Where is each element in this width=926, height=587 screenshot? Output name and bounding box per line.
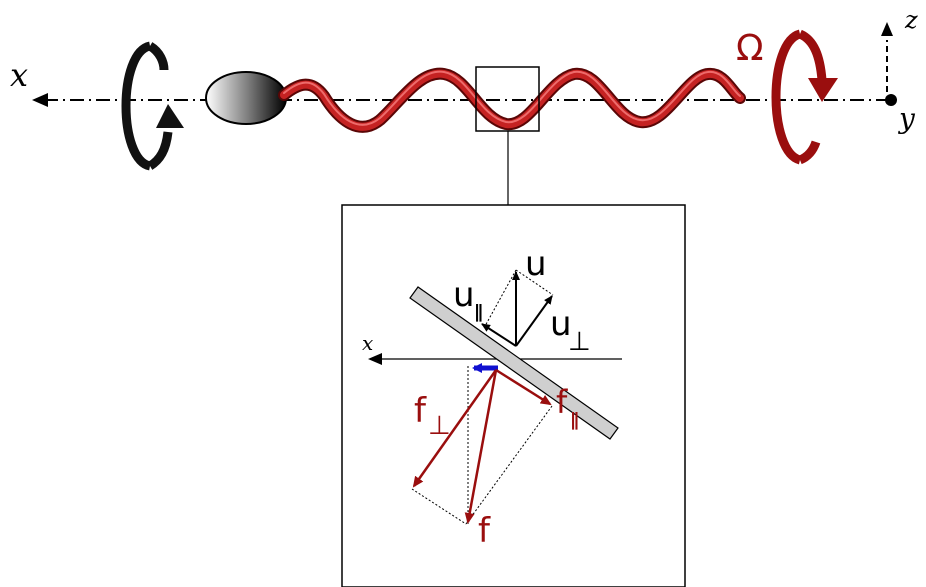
force-f-par-arrow [495,368,552,406]
svg-text:f: f [556,383,568,421]
y-axis-label: y [897,102,916,135]
f-label: f [478,511,491,551]
velocity-u-par-arrow [481,323,517,347]
u-par-label: u ∥ [453,275,483,323]
force-construction-lines [411,366,553,525]
omega-label: Ω [736,28,764,69]
force-f-perp-arrow [412,369,498,488]
right-rotation-icon [771,29,838,165]
flagellum [278,67,746,133]
z-axis-label: z [904,6,918,34]
svg-text:⊥: ⊥ [428,411,451,441]
svg-text:∥: ∥ [570,410,579,431]
flagellum-segment-rod [409,286,619,440]
velocity-u-perp-arrow [515,295,553,347]
u-perp-label: u ⊥ [550,304,591,357]
z-axis-arrowhead [881,22,893,36]
f-perp-label: f ⊥ [414,391,451,441]
svg-text:⊥: ⊥ [568,327,591,357]
svg-text:∥: ∥ [474,302,483,323]
velocity-construction-lines [483,269,554,329]
cell-head [205,71,287,125]
f-par-label: f ∥ [556,383,579,431]
x-axis-label: x [10,56,28,94]
x-axis-arrowhead [32,93,48,107]
origin-dot [885,94,897,106]
left-rotation-icon [121,41,184,171]
svg-text:u: u [453,275,475,315]
force-f-arrow [464,369,498,524]
u-label: u [525,244,547,284]
inset-x-arrowhead [368,353,382,365]
svg-text:u: u [550,304,572,344]
inset-panel [341,204,686,587]
svg-text:f: f [414,391,427,431]
inset-x-label: x [362,331,373,355]
